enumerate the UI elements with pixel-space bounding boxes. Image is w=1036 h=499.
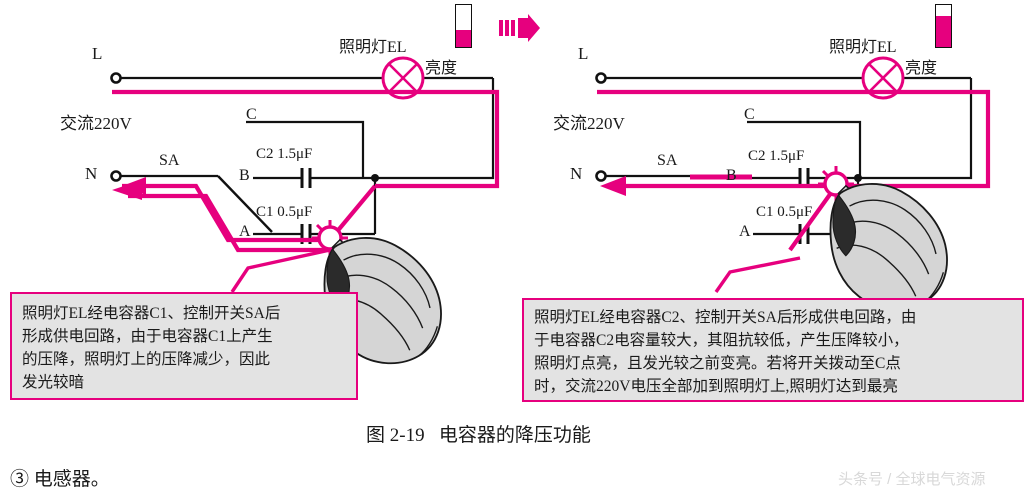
figure-caption: 图 2-19 电容器的降压功能	[366, 425, 591, 446]
label-contact-b-left: B	[239, 167, 250, 184]
label-switch-left: SA	[159, 152, 180, 169]
watermark: 头条号 / 全球电气资源	[838, 471, 986, 488]
label-lamp-left: 照明灯EL	[339, 39, 407, 56]
callout-left-line-1: 照明灯EL经电容器C1、控制开关SA后	[22, 305, 281, 322]
terminal-L-left	[110, 72, 122, 84]
panel-left-circuit	[110, 56, 500, 365]
callout-box-left: 照明灯EL经电容器C1、控制开关SA后 形成供电回路，由于电容器C1上产生 的压…	[10, 292, 358, 400]
callout-left-line-2: 形成供电回路，由于电容器C1上产生	[22, 328, 273, 345]
current-arrow-left	[112, 177, 340, 253]
callout-right-line-1: 照明灯EL经电容器C2、控制开关SA后形成供电回路，由	[534, 309, 917, 326]
callout-right-line-4: 时，交流220V电压全部加到照明灯上,照明灯达到最亮	[534, 378, 898, 395]
body-note: ③ 电感器。	[10, 469, 110, 490]
panel-right-circuit	[595, 56, 991, 311]
callout-box-right: 照明灯EL经电容器C2、控制开关SA后形成供电回路，由 于电容器C2电容量较大，…	[522, 298, 1024, 402]
current-path-right	[597, 89, 991, 189]
label-terminal-L-right: L	[578, 44, 589, 63]
label-switch-right: SA	[657, 152, 678, 169]
terminal-N-right	[595, 170, 607, 182]
callout-right-line-3: 照明灯点亮，且发光较之前变亮。若将开关拨动至C点	[534, 355, 901, 372]
brightness-meter-fill-left	[456, 30, 471, 47]
label-brightness-left: 亮度	[425, 60, 458, 77]
switch-blade-left	[217, 175, 273, 233]
label-capacitor-c1-left: C1 0.5μF	[256, 204, 313, 220]
brightness-meter-right	[935, 4, 952, 48]
lamp-symbol-left	[381, 56, 425, 100]
label-contact-a-left: A	[239, 223, 251, 240]
label-brightness-right: 亮度	[905, 60, 938, 77]
current-arrow-right	[600, 176, 626, 196]
label-terminal-N-right: N	[570, 164, 583, 183]
step-arrow	[499, 14, 540, 42]
callout-right-line-2: 于电容器C2电容量较大，其阻抗较低，产生压降较小，	[534, 332, 909, 349]
terminal-N-left	[110, 170, 122, 182]
callout-tail-left	[230, 248, 331, 293]
label-terminal-L-left: L	[92, 44, 103, 63]
brightness-meter-left	[455, 4, 472, 48]
lamp-symbol-right	[861, 56, 905, 100]
hand-pointer-right	[829, 183, 948, 311]
callout-left-line-4: 发光较暗	[22, 374, 85, 391]
label-capacitor-c1-right: C1 0.5μF	[756, 204, 813, 220]
label-contact-b-right: B	[726, 167, 737, 184]
label-contact-c-right: C	[744, 106, 755, 123]
label-contact-a-right: A	[739, 223, 751, 240]
label-capacitor-c2-right: C2 1.5μF	[748, 148, 805, 164]
label-lamp-right: 照明灯EL	[829, 39, 897, 56]
label-supply-left: 交流220V	[60, 114, 132, 133]
label-terminal-N-left: N	[85, 164, 98, 183]
label-supply-right: 交流220V	[553, 114, 625, 133]
label-capacitor-c2-left: C2 1.5μF	[256, 146, 313, 162]
callout-tail-right	[714, 256, 801, 293]
current-branch-right	[788, 184, 838, 252]
label-contact-c-left: C	[246, 106, 257, 123]
callout-left-line-3: 的压降，照明灯上的压降减少，因此	[22, 351, 271, 368]
terminal-L-right	[595, 72, 607, 84]
brightness-meter-fill-right	[936, 15, 951, 47]
